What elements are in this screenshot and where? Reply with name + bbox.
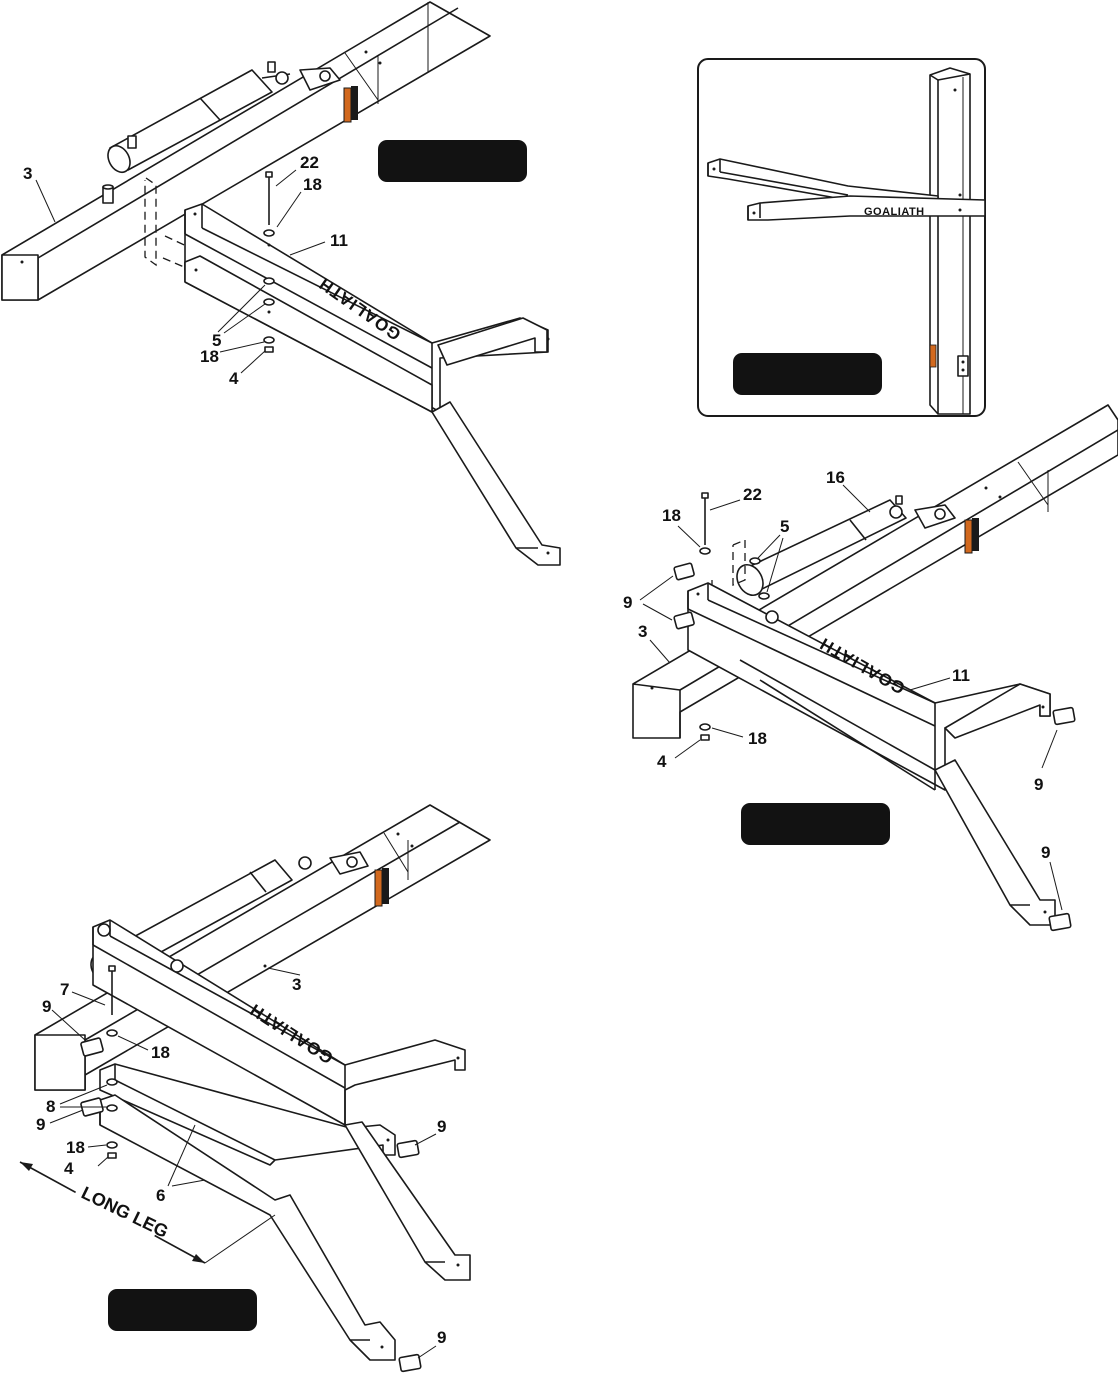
callout-7: 7 xyxy=(60,980,69,999)
callout-3: 3 xyxy=(292,975,301,994)
panel-step-3: GOALIATH LONG LEG xyxy=(19,804,491,1373)
callout-16: 16 xyxy=(826,468,845,487)
step-badge xyxy=(108,1289,257,1331)
panel-step-2: GOALIATH 16 22 18 5 9 3 11 18 xyxy=(623,404,1118,932)
step-badge xyxy=(378,140,527,182)
callout-5: 5 xyxy=(780,517,789,536)
callout-4: 4 xyxy=(64,1159,74,1178)
callout-11: 11 xyxy=(330,231,348,250)
orange-label-strip xyxy=(343,87,352,123)
callout-18: 18 xyxy=(66,1138,85,1157)
dashed-bracket-outline xyxy=(144,177,157,267)
step-badge xyxy=(741,803,890,845)
callout-18: 18 xyxy=(303,175,322,194)
callout-9: 9 xyxy=(1041,843,1050,862)
callout-18: 18 xyxy=(748,729,767,748)
callout-18: 18 xyxy=(151,1043,170,1062)
panel-inset-view: GOALIATH xyxy=(697,58,986,417)
callout-3: 3 xyxy=(638,622,647,641)
callout-5: 5 xyxy=(212,331,221,350)
callout-4: 4 xyxy=(229,369,239,388)
callout-9: 9 xyxy=(1034,775,1043,794)
callout-9: 9 xyxy=(437,1328,446,1347)
callout-11: 11 xyxy=(952,666,970,685)
callout-9: 9 xyxy=(437,1117,446,1136)
inset-brand-text: GOALIATH xyxy=(864,206,925,218)
callout-4: 4 xyxy=(657,752,667,771)
callout-18: 18 xyxy=(662,506,681,525)
panel-step-1: GOALIATH 3 22 18 11 5 18 4 xyxy=(1,1,561,566)
step-badge xyxy=(733,353,882,395)
callout-3: 3 xyxy=(23,164,32,183)
callout-6: 6 xyxy=(156,1186,165,1205)
main-tube-part-3 xyxy=(1,1,491,301)
bolt-stack xyxy=(263,171,275,353)
callout-9: 9 xyxy=(42,997,51,1016)
callout-9: 9 xyxy=(623,593,632,612)
callout-8: 8 xyxy=(46,1097,55,1116)
callout-18: 18 xyxy=(200,347,219,366)
base-frame-part-11: GOALIATH xyxy=(184,203,561,566)
callout-9: 9 xyxy=(36,1115,45,1134)
callout-22: 22 xyxy=(300,153,319,172)
callout-22: 22 xyxy=(743,485,762,504)
gas-cylinder xyxy=(107,61,341,174)
